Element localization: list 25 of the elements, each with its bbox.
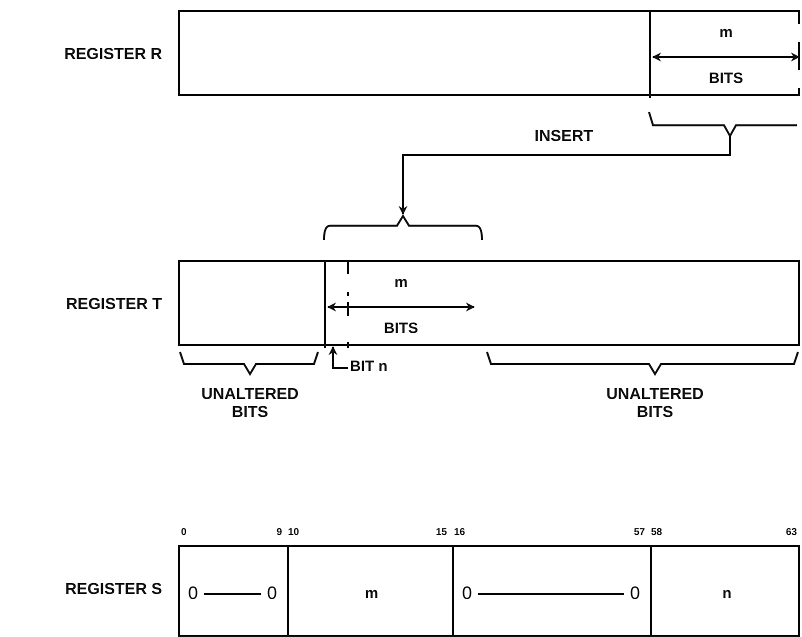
register-name: REGISTER S — [65, 581, 162, 599]
brace — [322, 214, 484, 240]
bit-value: 0 — [188, 583, 198, 604]
bit-index: 16 — [454, 526, 466, 540]
bit-index: 58 — [651, 526, 662, 540]
bit-index: 57 — [634, 526, 645, 540]
bit-index: 9 — [276, 526, 282, 540]
register-name: REGISTER R — [64, 46, 162, 64]
leader-line — [328, 346, 348, 369]
register-name: REGISTER T — [66, 296, 162, 314]
bit-index: 15 — [436, 526, 447, 540]
region-label: UNALTERED BITS — [605, 386, 705, 422]
arrow — [398, 136, 731, 215]
bit-field — [649, 12, 802, 98]
bit-value: 0 — [266, 583, 277, 604]
bit-index: 0 — [181, 526, 187, 540]
field-symbol: n — [721, 585, 733, 603]
bit-value: 0 — [462, 583, 472, 604]
bit-value: 0 — [630, 583, 640, 604]
field-symbol: m — [364, 585, 380, 603]
bit-index: 63 — [786, 526, 797, 540]
region-label: UNALTERED BITS — [200, 386, 300, 422]
bit-label: BIT n — [350, 358, 412, 378]
brace — [647, 112, 797, 136]
bit-index: 10 — [288, 526, 300, 540]
